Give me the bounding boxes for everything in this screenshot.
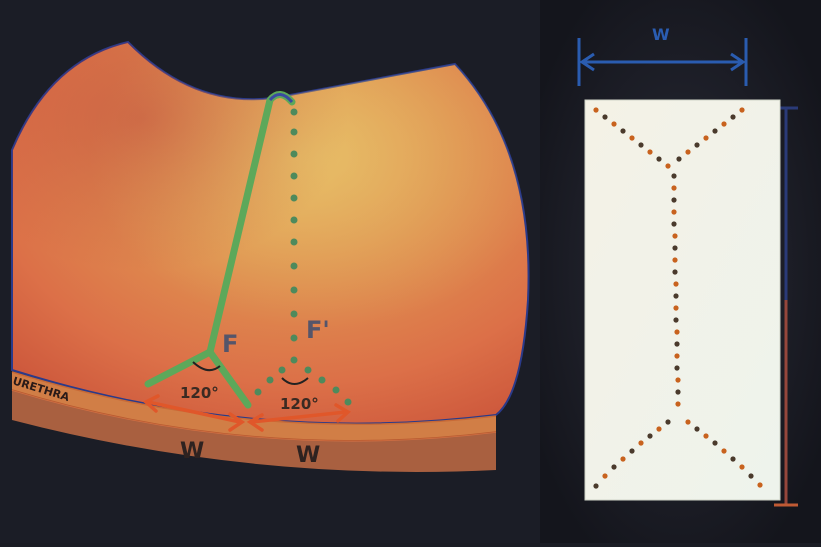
- angle-left-label: 120°: [180, 384, 219, 402]
- template-width-label: W: [652, 25, 670, 44]
- flap-dotted-label: F': [306, 316, 330, 344]
- width-right-label: W: [296, 443, 320, 468]
- flap-solid-label: F: [222, 330, 238, 358]
- flap-template-card: [585, 100, 780, 500]
- angle-right-label: 120°: [280, 395, 319, 413]
- tissue-panel: URETHRA F 120° F' 120°: [11, 42, 528, 472]
- width-left-label: W: [180, 439, 204, 464]
